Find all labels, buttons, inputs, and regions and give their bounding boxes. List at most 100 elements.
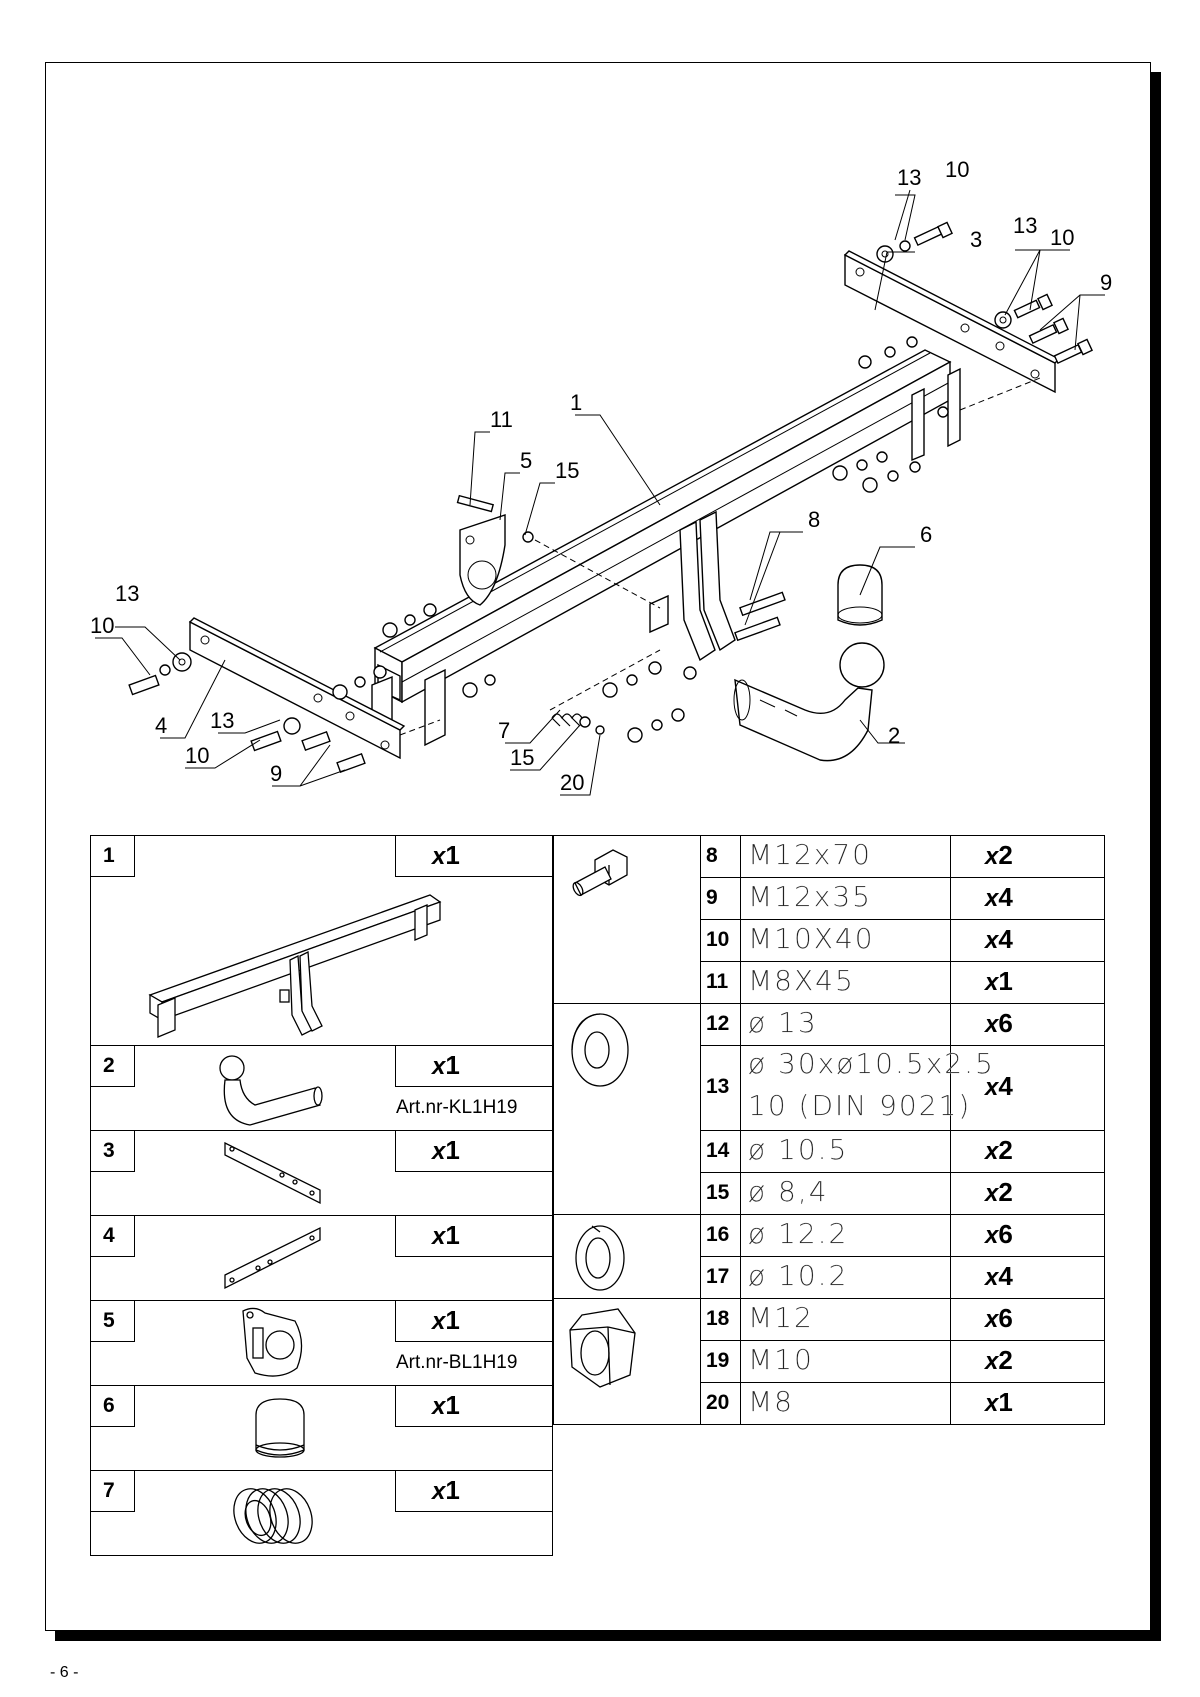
- quantity-value: 2: [998, 1176, 1013, 1207]
- quantity-prefix: x: [432, 1393, 446, 1420]
- part-number: 2: [103, 1054, 115, 1077]
- part-number-cell: [90, 1300, 135, 1342]
- part-number-cell: [90, 1385, 135, 1427]
- hw-spec: ø 10.5: [748, 1132, 849, 1166]
- quantity-value: 1: [445, 1475, 460, 1505]
- hw-quantity: x2: [985, 1177, 1013, 1208]
- hw-number: 14: [706, 1138, 730, 1162]
- quantity-value: 1: [445, 1050, 460, 1080]
- quantity-value: 6: [998, 1302, 1013, 1333]
- part-qty-cell: [395, 1045, 553, 1087]
- quantity-prefix: x: [432, 843, 446, 870]
- quantity-prefix: x: [432, 1053, 446, 1080]
- part-qty-cell: [395, 1300, 553, 1342]
- callout-13-top: 13: [897, 165, 921, 190]
- callout-10-bottom: 10: [185, 743, 209, 768]
- part-number: 1: [103, 844, 115, 867]
- quantity-prefix: x: [432, 1308, 446, 1335]
- hw-number: 10: [706, 927, 730, 951]
- quantity-prefix: x: [985, 1221, 999, 1249]
- hw-qty-cell: [950, 1256, 1105, 1299]
- hw-quantity: x2: [985, 1345, 1013, 1376]
- spring-7: [551, 713, 583, 727]
- quantity-value: 1: [445, 840, 460, 870]
- quantity-value: 4: [998, 923, 1013, 954]
- callout-13-bottom: 13: [210, 708, 234, 733]
- part-quantity: x1: [432, 1135, 460, 1166]
- hw-quantity: x6: [985, 1303, 1013, 1334]
- callout-15-top: 15: [555, 458, 579, 483]
- hw-quantity: x4: [985, 1261, 1013, 1292]
- hw-qty-cell: [950, 835, 1105, 878]
- hw-spec: M12x35: [748, 879, 872, 913]
- bolt-icon: [572, 849, 628, 897]
- quantity-value: 6: [998, 1218, 1013, 1249]
- towball-neck-icon: [219, 1055, 323, 1126]
- hw-number: 17: [706, 1264, 730, 1288]
- callout-11: 11: [490, 407, 513, 432]
- hw-spec: ø 8,4: [748, 1174, 829, 1208]
- quantity-prefix: x: [432, 1478, 446, 1505]
- quantity-prefix: x: [985, 926, 999, 954]
- socket-plate-icon: [242, 1307, 303, 1377]
- article-number: Art.nr-BL1H19: [396, 1352, 518, 1373]
- quantity-prefix: x: [985, 1179, 999, 1207]
- callout-1: 1: [570, 390, 582, 415]
- hw-qty-cell: [950, 1130, 1105, 1173]
- part-number-cell: [90, 1470, 135, 1512]
- spring-icon: [233, 1488, 313, 1544]
- hw-spec-line2: 10 (DIN 9021): [748, 1089, 972, 1122]
- quantity-value: 4: [998, 1260, 1013, 1291]
- hw-quantity: x2: [985, 840, 1013, 871]
- hw-qty-cell: [950, 1214, 1105, 1257]
- hw-qty-cell: [950, 1298, 1105, 1341]
- hw-spec: ø 12.2: [748, 1216, 849, 1250]
- part-number: 7: [103, 1479, 115, 1502]
- hw-spec: M10X40: [748, 921, 875, 955]
- part-quantity: x1: [432, 1220, 460, 1251]
- hw-quantity: x1: [985, 966, 1013, 997]
- ball-cap-icon: [255, 1398, 305, 1458]
- quantity-prefix: x: [432, 1138, 446, 1165]
- hw-number: 20: [706, 1390, 730, 1414]
- hw-quantity: x4: [985, 1071, 1013, 1102]
- quantity-value: 1: [998, 965, 1013, 996]
- hw-number: 11: [706, 969, 729, 993]
- hw-qty-cell: [950, 919, 1105, 962]
- page-number: - 6 -: [50, 1664, 79, 1681]
- hw-qty-cell: [950, 961, 1105, 1004]
- quantity-prefix: x: [985, 1137, 999, 1165]
- callout-leaders: [95, 189, 1105, 796]
- quantity-prefix: x: [985, 1389, 999, 1417]
- hw-quantity: x6: [985, 1008, 1013, 1039]
- part-number: 4: [103, 1224, 115, 1247]
- socket-plate-5: [459, 514, 506, 606]
- side-plate-left-icon: [224, 1226, 321, 1290]
- callout-9-right: 9: [1100, 270, 1112, 295]
- hw-number: 18: [706, 1306, 730, 1330]
- hw-number: 9: [706, 885, 718, 909]
- quantity-value: 1: [445, 1135, 460, 1165]
- hw-spec: ø 10.2: [748, 1258, 849, 1292]
- hw-spec: M8: [748, 1384, 794, 1418]
- side-plate-4: [188, 617, 406, 760]
- part-qty-cell: [395, 1130, 553, 1172]
- callout-13-right: 13: [1013, 213, 1037, 238]
- side-plate-right-icon: [224, 1141, 321, 1205]
- callout-10-left: 10: [90, 613, 114, 638]
- hw-number: 13: [706, 1075, 730, 1098]
- quantity-prefix: x: [985, 1347, 999, 1375]
- part-quantity: x1: [432, 1390, 460, 1421]
- callout-7: 7: [498, 718, 510, 743]
- quantity-prefix: x: [985, 1305, 999, 1333]
- hw-quantity: x1: [985, 1387, 1013, 1418]
- quantity-prefix: x: [985, 1263, 999, 1291]
- hw-quantity: x4: [985, 882, 1013, 913]
- towball-neck-2: [733, 642, 885, 762]
- callout-20: 20: [560, 770, 584, 795]
- callout-13-left: 13: [115, 581, 139, 606]
- article-number: Art.nr-KL1H19: [396, 1097, 518, 1118]
- hw-spec: ø 13: [748, 1005, 818, 1039]
- quantity-value: 4: [998, 881, 1013, 912]
- part-quantity: x1: [432, 1050, 460, 1081]
